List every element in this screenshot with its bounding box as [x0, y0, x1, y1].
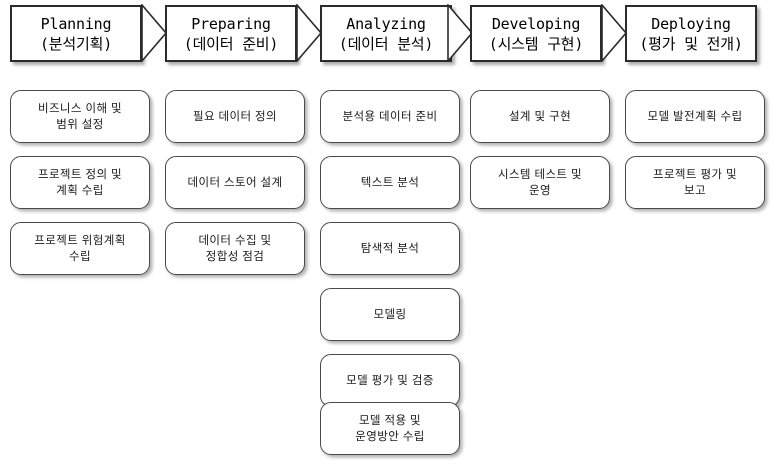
phase-header-analyzing-english: Analyzing [346, 14, 426, 33]
phase-header-preparing-korean: (데이터 준비) [183, 34, 279, 53]
phase-header-deploying[interactable]: Deploying (평가 및 전개) [625, 5, 757, 62]
chevron-right-icon-3 [447, 4, 473, 62]
phase-header-planning[interactable]: Planning (분석기획) [10, 5, 142, 62]
phase-header-planning-english: Planning [40, 14, 112, 33]
phase-header-preparing-english: Preparing [191, 14, 271, 33]
chevron-right-icon-1 [141, 4, 167, 62]
task-box[interactable]: 설계 및 구현 [470, 90, 610, 143]
phase-header-developing-english: Developing [491, 14, 581, 33]
phase-header-preparing[interactable]: Preparing (데이터 준비) [165, 5, 297, 62]
task-box[interactable]: 탐색적 분석 [320, 222, 460, 275]
task-box[interactable]: 프로젝트 위험계획 수립 [10, 222, 150, 275]
task-box[interactable]: 모델 발전계획 수립 [625, 90, 765, 143]
task-box[interactable]: 모델 평가 및 검증 [320, 354, 460, 407]
phase-header-analyzing-korean: (데이터 분석) [338, 34, 434, 53]
task-box[interactable]: 비즈니스 이해 및 범위 설정 [10, 90, 150, 143]
task-box[interactable]: 프로젝트 정의 및 계획 수립 [10, 156, 150, 209]
chevron-right-icon-4 [601, 4, 627, 62]
phase-header-planning-korean: (분석기획) [39, 34, 113, 53]
phase-header-developing-korean: (시스템 구현) [488, 34, 584, 53]
chevron-right-icon-2 [296, 4, 322, 62]
task-box[interactable]: 분석용 데이터 준비 [320, 90, 460, 143]
task-box[interactable]: 텍스트 분석 [320, 156, 460, 209]
phase-header-deploying-english: Deploying [651, 14, 731, 33]
task-box[interactable]: 프로젝트 평가 및 보고 [625, 156, 765, 209]
task-box[interactable]: 필요 데이터 정의 [165, 90, 305, 143]
task-box[interactable]: 시스템 테스트 및 운영 [470, 156, 610, 209]
phase-header-analyzing[interactable]: Analyzing (데이터 분석) [320, 5, 452, 62]
phase-header-developing[interactable]: Developing (시스템 구현) [470, 5, 602, 62]
phase-header-deploying-korean: (평가 및 전개) [639, 34, 743, 53]
task-box[interactable]: 모델 적용 및 운영방안 수립 [320, 402, 460, 455]
task-box[interactable]: 데이터 스토어 설계 [165, 156, 305, 209]
task-box[interactable]: 데이터 수집 및 정합성 점검 [165, 222, 305, 275]
task-box[interactable]: 모델링 [320, 288, 460, 341]
